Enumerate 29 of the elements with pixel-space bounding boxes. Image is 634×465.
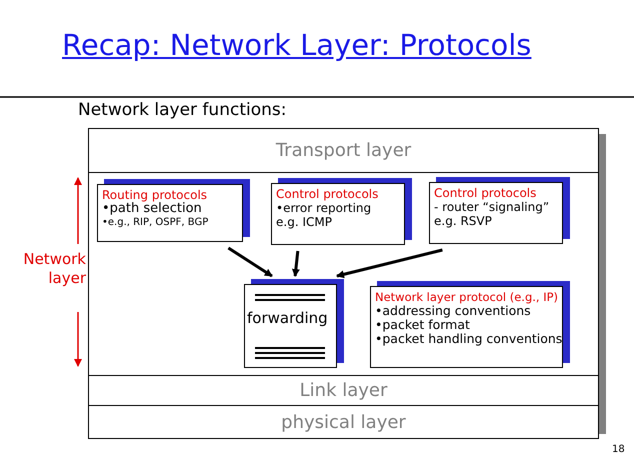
box-text: e.g. ICMP: [276, 215, 333, 229]
box-text: •e.g., RIP, OSPF, BGP: [102, 216, 210, 230]
box-text: forwarding: [247, 309, 328, 327]
box-heading: Network layer protocol (e.g., IP): [375, 290, 558, 304]
layer-band: [89, 375, 598, 406]
forwarding-box: [244, 284, 337, 368]
box-text: e.g. RSVP: [434, 214, 493, 228]
slide-title: Recap: Network Layer: Protocols: [62, 28, 532, 62]
side-label: Network layer: [22, 250, 86, 288]
protocol-box: [429, 182, 563, 244]
arrow: [336, 248, 443, 278]
section-heading: Network layer functions:: [78, 100, 286, 120]
page-number: 18: [612, 444, 625, 455]
arrow: [228, 246, 273, 278]
protocol-box: [97, 184, 243, 242]
box-heading: Routing protocols: [102, 188, 208, 202]
box-text: •error reporting: [276, 201, 372, 215]
box-text: - router “signaling”: [434, 200, 550, 214]
layer-name: physical layer: [281, 412, 406, 433]
box-heading: Control protocols: [434, 186, 538, 200]
protocol-box: [271, 183, 405, 245]
layer-name: Transport layer: [276, 140, 412, 161]
box-text: •packet format: [375, 318, 471, 332]
box-text: •path selection: [102, 202, 202, 216]
box-text: •addressing conventions: [375, 304, 531, 318]
protocol-box: [370, 286, 563, 368]
box-heading: Control protocols: [276, 187, 380, 201]
layer-name: Link layer: [300, 380, 388, 401]
arrow: [292, 250, 300, 277]
